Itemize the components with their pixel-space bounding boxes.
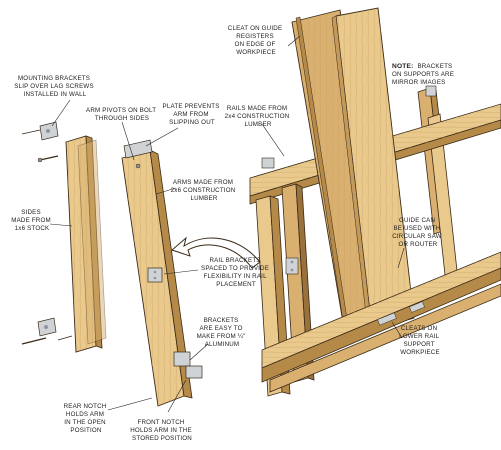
label-sides-made: SIDES MADE FROM 1x6 STOCK [11,209,53,232]
label-note: NOTE: BRACKETS ON SUPPORTS ARE MIRROR IM… [392,63,456,86]
label-cleats-on-lower: CLEATS ON LOWER RAIL SUPPORT WORKPIECE [399,325,441,356]
label-plate-prevents: PLATE PREVENTS ARM FROM SLIPPING OUT [163,103,222,126]
label-rear-notch: REAR NOTCH HOLDS ARM IN THE OPEN POSITIO… [64,403,109,434]
arm [121,139,203,407]
label-rail-brackets: RAIL BRACKETS SPACED TO PROVIDE FLEXIBIL… [201,257,271,288]
label-guide-can: GUIDE CAN BE USED WITH CIRCULAR SAW OR R… [392,217,444,248]
label-front-notch: FRONT NOTCH HOLDS ARM IN THE STORED POSI… [130,419,193,442]
label-cleat-on-guide: CLEAT ON GUIDE REGISTERS ON EDGE OF WORK… [228,25,284,56]
leader-lines [49,35,405,413]
upper-rail-bracket [261,157,275,169]
rack-assembly [249,7,501,397]
label-brackets-easy: BRACKETS ARE EASY TO MAKE FROM ¼″ ALUMIN… [197,317,248,348]
label-rails-made: RAILS MADE FROM 2x4 CONSTRUCTION LUMBER [225,105,292,128]
label-arm-pivots: ARM PIVOTS ON BOLT THROUGH SIDES [86,107,158,122]
side-boards [65,135,107,353]
mounting-bracket-bottom [21,317,73,345]
label-mounting-brackets: MOUNTING BRACKETS SLIP OVER LAG SCREWS I… [14,75,95,98]
lower-rail [261,251,501,393]
label-arms-made: ARMS MADE FROM 2x6 CONSTRUCTION LUMBER [171,179,238,202]
guide-panel [331,7,415,333]
direction-arrow [171,236,261,269]
mounting-bracket-top [21,121,59,163]
rear-support [417,85,459,285]
